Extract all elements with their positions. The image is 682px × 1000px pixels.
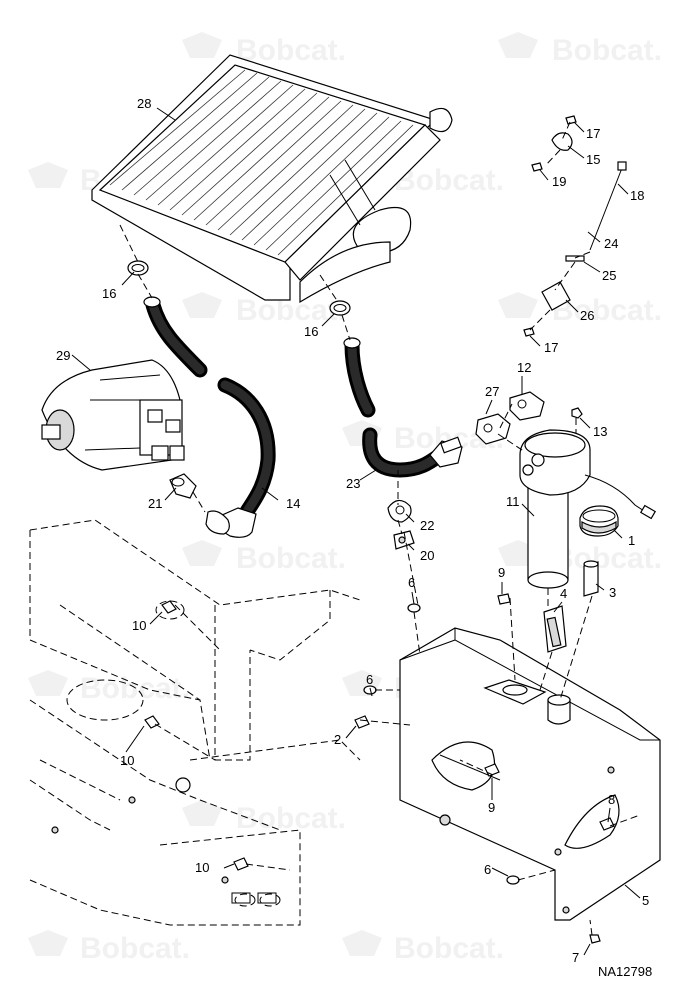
callout-13: 13 (593, 424, 607, 439)
fitting-21 (169, 473, 197, 499)
callout-4: 4 (560, 586, 567, 601)
callout-10: 10 (195, 860, 209, 875)
callout-16: 16 (304, 324, 318, 339)
watermark-logo (182, 800, 222, 826)
watermark-logo (342, 930, 382, 956)
watermark-text: Bobcat. (394, 932, 504, 965)
figure-reference-id: NA12798 (598, 964, 652, 979)
watermark-text: Bobcat. (236, 294, 346, 327)
rod-18 (589, 161, 627, 251)
callout-22: 22 (420, 518, 434, 533)
callout-21: 21 (148, 496, 162, 511)
nut-7 (589, 934, 601, 944)
callout-5: 5 (642, 893, 649, 908)
bolt-13 (571, 407, 583, 440)
callout-28: 28 (137, 96, 151, 111)
assembly-lines (119, 121, 641, 936)
watermark-logo (182, 32, 222, 58)
callout-18: 18 (630, 188, 644, 203)
callout-16: 16 (102, 286, 116, 301)
hose-clamp-upper-left (127, 260, 149, 276)
callout-17: 17 (544, 340, 558, 355)
callout-23: 23 (346, 476, 360, 491)
callout-labels: 28 16 16 29 21 14 23 22 20 27 12 13 11 1… (56, 96, 649, 965)
callout-6: 6 (366, 672, 373, 687)
chassis-frame (29, 519, 361, 926)
watermark-text: Bobcat. (236, 542, 346, 575)
bolt-8 (599, 817, 615, 831)
hydraulic-hose-23 (343, 337, 463, 478)
callout-10: 10 (120, 753, 134, 768)
fitting-2 (354, 715, 370, 729)
tee-fitting-27 (475, 413, 511, 445)
bolt-9-upper (497, 593, 511, 605)
breather-tube (583, 560, 599, 597)
hydraulic-reservoir (399, 627, 661, 921)
watermark-text: Bobcat. (236, 34, 346, 67)
callout-8: 8 (608, 792, 615, 807)
watermark-text: Bobcat. (552, 542, 662, 575)
callout-29: 29 (56, 348, 70, 363)
filter-assembly (519, 429, 657, 589)
watermark-logo (28, 162, 68, 188)
bolt-10-middle (144, 715, 160, 729)
callout-24: 24 (604, 236, 618, 251)
callout-6: 6 (484, 862, 491, 877)
callout-11: 11 (506, 494, 520, 509)
hose-clamp-upper-right (329, 300, 351, 316)
callout-12: 12 (517, 360, 531, 375)
callout-3: 3 (609, 585, 616, 600)
clamp-22 (387, 499, 412, 523)
bolt-10-upper (161, 600, 177, 614)
watermark-logo (498, 292, 538, 318)
watermark-logo (342, 670, 382, 696)
callout-20: 20 (420, 548, 434, 563)
callout-9: 9 (488, 800, 495, 815)
callout-10: 10 (132, 618, 146, 633)
callout-27: 27 (485, 384, 499, 399)
filler-cap (579, 505, 619, 537)
callout-19: 19 (552, 174, 566, 189)
plate-26 (541, 281, 571, 311)
hydraulic-hose-14 (143, 296, 276, 538)
cooler-fins (109, 69, 414, 256)
watermark-text: Bobcat. (80, 672, 190, 705)
watermark-logo (28, 670, 68, 696)
bracket-15 (551, 132, 573, 151)
bolt-17-lower (523, 327, 535, 337)
callout-1: 1 (628, 533, 635, 548)
hydraulic-pump (41, 359, 185, 471)
watermark-logo (28, 930, 68, 956)
callout-9: 9 (498, 565, 505, 580)
callout-2: 2 (334, 732, 341, 747)
callout-15: 15 (586, 152, 600, 167)
callout-26: 26 (580, 308, 594, 323)
callout-7: 7 (572, 950, 579, 965)
watermark-logo (182, 292, 222, 318)
watermark-text: Bobcat. (80, 932, 190, 965)
bolt-19 (531, 162, 543, 172)
bolt-10-lower (233, 857, 249, 871)
oil-cooler (91, 54, 453, 304)
watermark-text: Bobcat. (552, 34, 662, 67)
callout-17: 17 (586, 126, 600, 141)
washer-6-upper (407, 603, 421, 613)
watermark-logo (498, 32, 538, 58)
bolt-17-upper (565, 115, 577, 125)
watermark-text: Bobcat. (236, 802, 346, 835)
sight-gauge (543, 605, 567, 653)
callout-14: 14 (286, 496, 300, 511)
callout-25: 25 (602, 268, 616, 283)
watermark-text: Bobcat. (394, 164, 504, 197)
watermark-logo (182, 540, 222, 566)
cross-fitting-12 (509, 391, 545, 421)
spacer-25 (565, 255, 585, 262)
leader-lines (71, 107, 641, 956)
callout-6: 6 (408, 575, 415, 590)
washer-6-lower (506, 875, 520, 885)
